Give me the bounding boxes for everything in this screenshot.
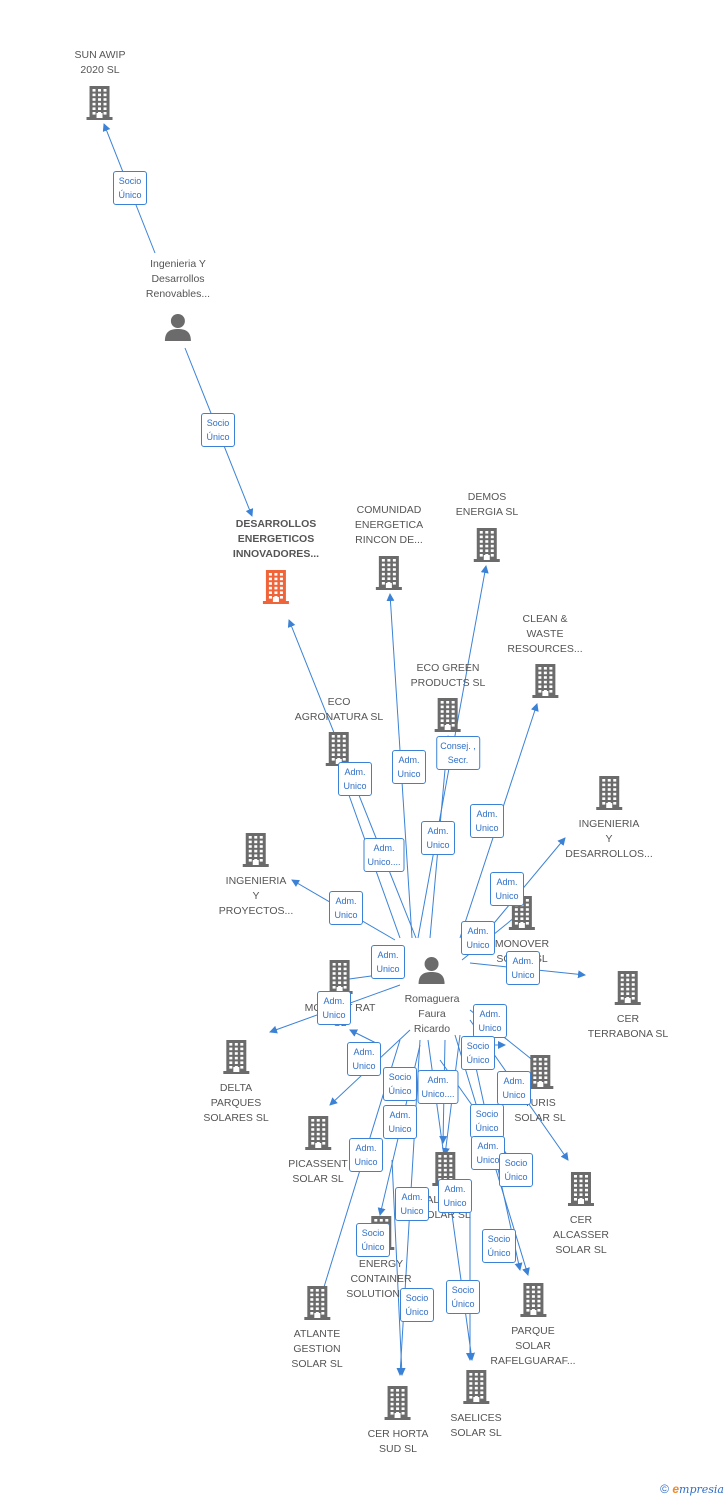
node-label: DEMOS ENERGIA SL [455, 491, 519, 518]
building-icon [374, 556, 404, 595]
relationship-badge[interactable]: Socio Único [470, 1104, 504, 1138]
node-picassent[interactable]: PICASSENT SOLAR SL [288, 1116, 348, 1187]
relationship-badge[interactable]: Adm. Unico [392, 750, 426, 784]
relationship-badge[interactable]: Socio Único [113, 171, 147, 205]
building-icon [613, 971, 643, 1010]
node-label: CER TERRABONA SL [587, 1013, 669, 1040]
person-icon [417, 955, 447, 990]
node-comunidad[interactable]: COMUNIDAD ENERGETICA RINCON DE... [355, 503, 423, 595]
brand-name: mpresia [679, 1483, 724, 1496]
node-ecoagro[interactable]: ECO AGRONATURA SL [294, 695, 384, 771]
node-label: DESARROLLOS ENERGETICOS INNOVADORES... [232, 518, 320, 560]
node-ing_proy[interactable]: INGENIERIA Y PROYECTOS... [218, 833, 294, 919]
brand-initial: e [672, 1482, 680, 1496]
relationship-badge[interactable]: Adm. Unico [497, 1071, 531, 1105]
person-icon [163, 312, 193, 347]
relationship-badge[interactable]: Adm. Unico.... [417, 1070, 459, 1104]
building-icon [525, 1055, 555, 1094]
edge-line [391, 1159, 406, 1376]
building-icon [530, 664, 560, 703]
node-label: CER HORTA SUD SL [367, 1428, 429, 1455]
building-icon [241, 833, 271, 872]
relationship-badge[interactable]: Socio Único [482, 1229, 516, 1263]
relationship-badge[interactable]: Adm. Unico [461, 921, 495, 955]
building-icon [461, 1370, 491, 1409]
building-icon [221, 1040, 251, 1079]
building-icon [302, 1286, 332, 1325]
relationship-badge[interactable]: Socio Único [446, 1280, 480, 1314]
relationship-badge[interactable]: Adm. Unico [349, 1138, 383, 1172]
node-demos[interactable]: DEMOS ENERGIA SL [456, 490, 518, 567]
relationship-badge[interactable]: Adm. Unico [395, 1187, 429, 1221]
node-label: ENERGY CONTAINER SOLUTIONS... [346, 1258, 416, 1300]
building-icon [472, 528, 502, 567]
node-alcasser[interactable]: CER ALCASSER SOLAR SL [553, 1172, 609, 1258]
node-label: PARQUE SOLAR RAFELGUARAF... [490, 1325, 576, 1367]
relationship-badge[interactable]: Socio Único [461, 1036, 495, 1070]
node-label: INGENIERIA Y PROYECTOS... [218, 875, 294, 917]
copyright-symbol: © [660, 1482, 669, 1496]
node-atlante[interactable]: ATLANTE GESTION SOLAR SL [291, 1286, 343, 1372]
relationship-badge[interactable]: Adm. Unico [329, 891, 363, 925]
node-horta[interactable]: CER HORTA SUD SL [367, 1386, 429, 1457]
relationship-badge[interactable]: Socio Único [499, 1153, 533, 1187]
node-ing_des[interactable]: INGENIERIA Y DESARROLLOS... [565, 776, 653, 862]
building-icon [303, 1116, 333, 1155]
node-label: TURIS SOLAR SL [514, 1097, 566, 1124]
relationship-badge[interactable]: Adm. Unico [490, 872, 524, 906]
relationship-badge[interactable]: Adm. Unico [506, 951, 540, 985]
relationship-badge[interactable]: Adm. Unico [421, 821, 455, 855]
node-romaguera[interactable]: Romaguera Faura Ricardo [404, 955, 460, 1037]
node-label: INGENIERIA Y DESARROLLOS... [565, 818, 653, 860]
node-ing_ren[interactable]: Ingenieria Y Desarrollos Renovables... [146, 257, 210, 347]
building-icon [383, 1386, 413, 1425]
node-label: ATLANTE GESTION SOLAR SL [291, 1328, 343, 1370]
node-label: COMUNIDAD ENERGETICA RINCON DE... [354, 504, 424, 546]
node-label: SUN AWIP 2020 SL [74, 49, 126, 76]
relationship-badge[interactable]: Socio Único [201, 413, 235, 447]
building-icon [566, 1172, 596, 1211]
node-turis[interactable]: TURIS SOLAR SL [514, 1055, 566, 1126]
relationship-badge[interactable]: Adm. Unico [470, 804, 504, 838]
node-sun[interactable]: SUN AWIP 2020 SL [74, 48, 126, 125]
relationship-badge[interactable]: Adm. Unico [371, 945, 405, 979]
building-icon [518, 1283, 548, 1322]
relationship-badge[interactable]: Adm. Unico [383, 1105, 417, 1139]
node-clean[interactable]: CLEAN & WASTE RESOURCES... [507, 612, 583, 703]
node-label: PICASSENT SOLAR SL [288, 1158, 348, 1185]
node-saelices[interactable]: SAELICES SOLAR SL [450, 1370, 502, 1441]
relationship-badge[interactable]: Adm. Unico [347, 1042, 381, 1076]
relationship-badge[interactable]: Socio Único [356, 1223, 390, 1257]
building-icon [433, 698, 463, 737]
relationship-badge[interactable]: Adm. Unico.... [363, 838, 405, 872]
building-icon [261, 570, 291, 609]
node-label: Romaguera Faura Ricardo [404, 993, 460, 1035]
building-icon [85, 86, 115, 125]
node-label: DELTA PARQUES SOLARES SL [203, 1082, 269, 1124]
copyright: © empresia [660, 1482, 724, 1496]
relationship-badge[interactable]: Consej. , Secr. [436, 736, 480, 770]
building-icon [594, 776, 624, 815]
relationship-badge[interactable]: Socio Único [400, 1288, 434, 1322]
node-rafel[interactable]: PARQUE SOLAR RAFELGUARAF... [490, 1283, 576, 1369]
relationship-badge[interactable]: Adm. Unico [473, 1004, 507, 1038]
node-delta[interactable]: DELTA PARQUES SOLARES SL [203, 1040, 269, 1126]
node-label: CLEAN & WASTE RESOURCES... [507, 613, 583, 655]
node-ecogreen[interactable]: ECO GREEN PRODUCTS SL [410, 661, 486, 737]
relationship-badge[interactable]: Socio Único [383, 1067, 417, 1101]
node-label: Ingenieria Y Desarrollos Renovables... [145, 258, 211, 300]
node-label: ECO GREEN PRODUCTS SL [410, 662, 486, 689]
relationship-badge[interactable]: Adm. Unico [438, 1179, 472, 1213]
relationship-badge[interactable]: Adm. Unico [317, 991, 351, 1025]
node-label: ECO AGRONATURA SL [294, 696, 384, 723]
node-dei[interactable]: DESARROLLOS ENERGETICOS INNOVADORES... [233, 517, 319, 609]
node-label: SAELICES SOLAR SL [450, 1412, 502, 1439]
node-label: CER ALCASSER SOLAR SL [552, 1214, 610, 1256]
relationship-badge[interactable]: Adm. Unico [338, 762, 372, 796]
node-terrabona[interactable]: CER TERRABONA SL [587, 971, 669, 1042]
